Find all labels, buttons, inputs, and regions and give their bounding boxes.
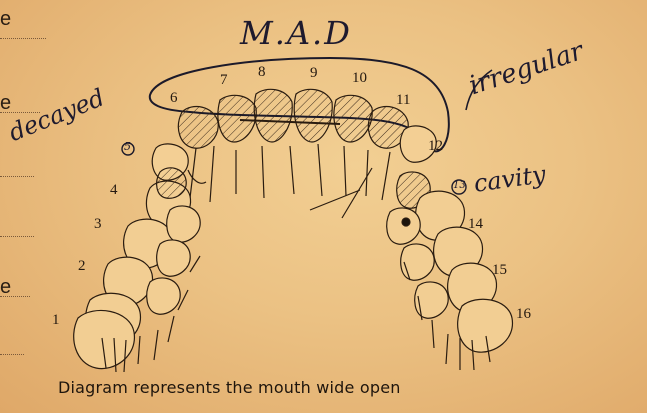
tooth-number: 16 [516, 306, 531, 323]
tooth-number: 8 [258, 64, 266, 81]
tooth-number: 6 [170, 90, 178, 107]
tooth-number: 1 [52, 312, 60, 329]
tooth-number: 4 [110, 182, 118, 199]
tooth-number: 11 [396, 92, 410, 109]
tooth-number: 7 [220, 72, 228, 89]
tooth-number: 9 [310, 65, 318, 82]
right-side-teeth [310, 168, 512, 370]
upper-front-teeth [152, 89, 436, 202]
handwritten-initials: M.A.D [240, 14, 352, 52]
tooth-number: 3 [94, 216, 102, 233]
tooth-number: 14 [468, 216, 483, 233]
tooth-number: 12 [428, 138, 443, 155]
cavity-tooth-number: 13 [453, 180, 466, 191]
tooth-number: 2 [78, 258, 86, 275]
tooth-number: 10 [352, 70, 367, 87]
decayed-tooth-number: 5 [124, 140, 131, 153]
tooth-number: 15 [492, 262, 507, 279]
diagram-caption: Diagram represents the mouth wide open [58, 378, 401, 397]
left-side-teeth [74, 168, 206, 372]
